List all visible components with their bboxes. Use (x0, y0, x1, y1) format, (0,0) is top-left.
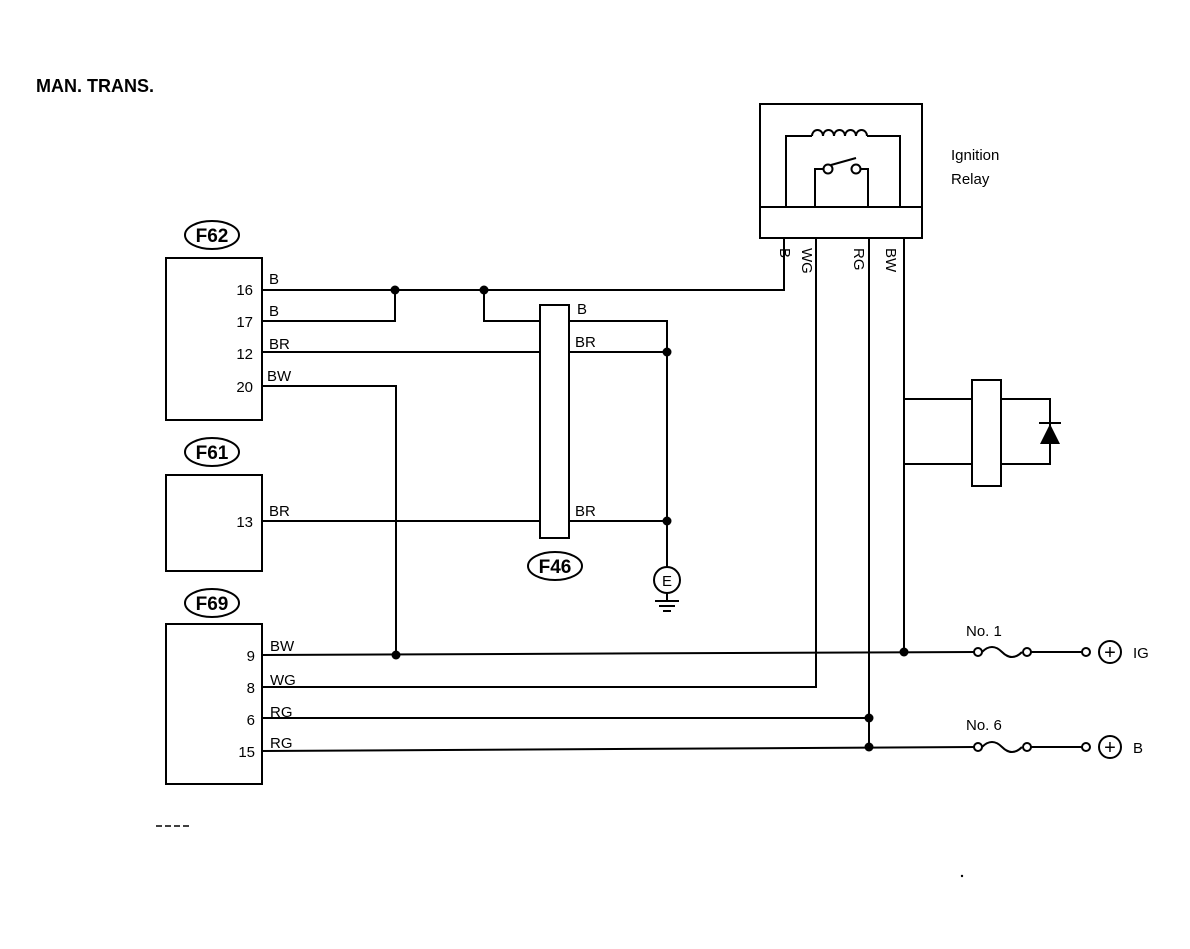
f62-wire-16: B (269, 271, 279, 288)
diode-icon (1040, 424, 1060, 444)
f61-pin-13: 13 (236, 514, 253, 531)
junction-dot (899, 647, 909, 657)
junctions (390, 285, 909, 752)
battery-plus-icon (1098, 735, 1122, 759)
f62-pin-12: 12 (236, 346, 253, 363)
f61-wire-13: BR (269, 503, 290, 520)
f62-wire-17: B (269, 303, 279, 320)
f62-wire-20: BW (267, 368, 292, 385)
f62-pin-17: 17 (236, 314, 253, 331)
f46-wire-br-top: BR (575, 334, 596, 351)
connector-f61-label: F61 (196, 443, 229, 464)
f62-pin-20: 20 (236, 379, 253, 396)
connector-f69-label: F69 (196, 594, 229, 615)
connector-f46: F46 B BR BR (527, 301, 596, 581)
junction-dot (391, 650, 401, 660)
connector-f62-label: F62 (196, 226, 229, 247)
battery-plus-icon (1098, 640, 1122, 664)
ground-label: E (662, 573, 672, 590)
scan-mark (960, 874, 964, 878)
f69-wire-15: RG (270, 735, 293, 752)
f69-wire-8: WG (270, 672, 296, 689)
relay-pin-wg: WG (798, 248, 815, 274)
wires (261, 238, 976, 752)
f69-pin-8: 8 (247, 680, 255, 697)
f69-pin-6: 6 (247, 712, 255, 729)
relay-label-line1: Ignition (951, 147, 999, 164)
relay-label-line2: Relay (951, 171, 990, 188)
fuse-no1: No. 1 + IG (966, 623, 1149, 664)
f69-pin-15: 15 (238, 744, 255, 761)
fuse-no1-terminal: IG (1133, 645, 1149, 662)
plus-symbol: + (1104, 642, 1116, 664)
f69-wire-9: BW (270, 638, 295, 655)
f69-pin-9: 9 (247, 648, 255, 665)
f46-wire-b: B (577, 301, 587, 318)
connector-f62: F62 16 17 12 20 B B BR BW (165, 220, 292, 421)
junction-dot (479, 285, 489, 295)
junction-dot (864, 713, 874, 723)
fuse-no1-label: No. 1 (966, 623, 1002, 640)
junction-dot (390, 285, 400, 295)
f62-pin-16: 16 (236, 282, 253, 299)
f62-wire-12: BR (269, 336, 290, 353)
diode-module (971, 379, 1061, 487)
f46-wire-br-bottom: BR (575, 503, 596, 520)
junction-dot (864, 742, 874, 752)
f69-wire-6: RG (270, 704, 293, 721)
fuse-no6-terminal: B (1133, 740, 1143, 757)
diagram-title: MAN. TRANS. (36, 76, 154, 96)
connector-f61: F61 13 BR (165, 437, 290, 572)
connector-f46-label: F46 (539, 557, 572, 578)
ignition-relay: Ignition Relay B WG RG BW (759, 103, 999, 274)
relay-pin-rg: RG (850, 248, 867, 271)
fuse-no6-label: No. 6 (966, 717, 1002, 734)
junction-dot (662, 516, 672, 526)
relay-pin-bw: BW (882, 248, 899, 273)
plus-symbol: + (1104, 737, 1116, 759)
ground-symbol: E (653, 566, 681, 612)
connector-f69: F69 9 8 6 15 BW WG RG RG (165, 588, 296, 785)
fuse-no6: No. 6 + B (966, 717, 1143, 759)
junction-dot (662, 347, 672, 357)
